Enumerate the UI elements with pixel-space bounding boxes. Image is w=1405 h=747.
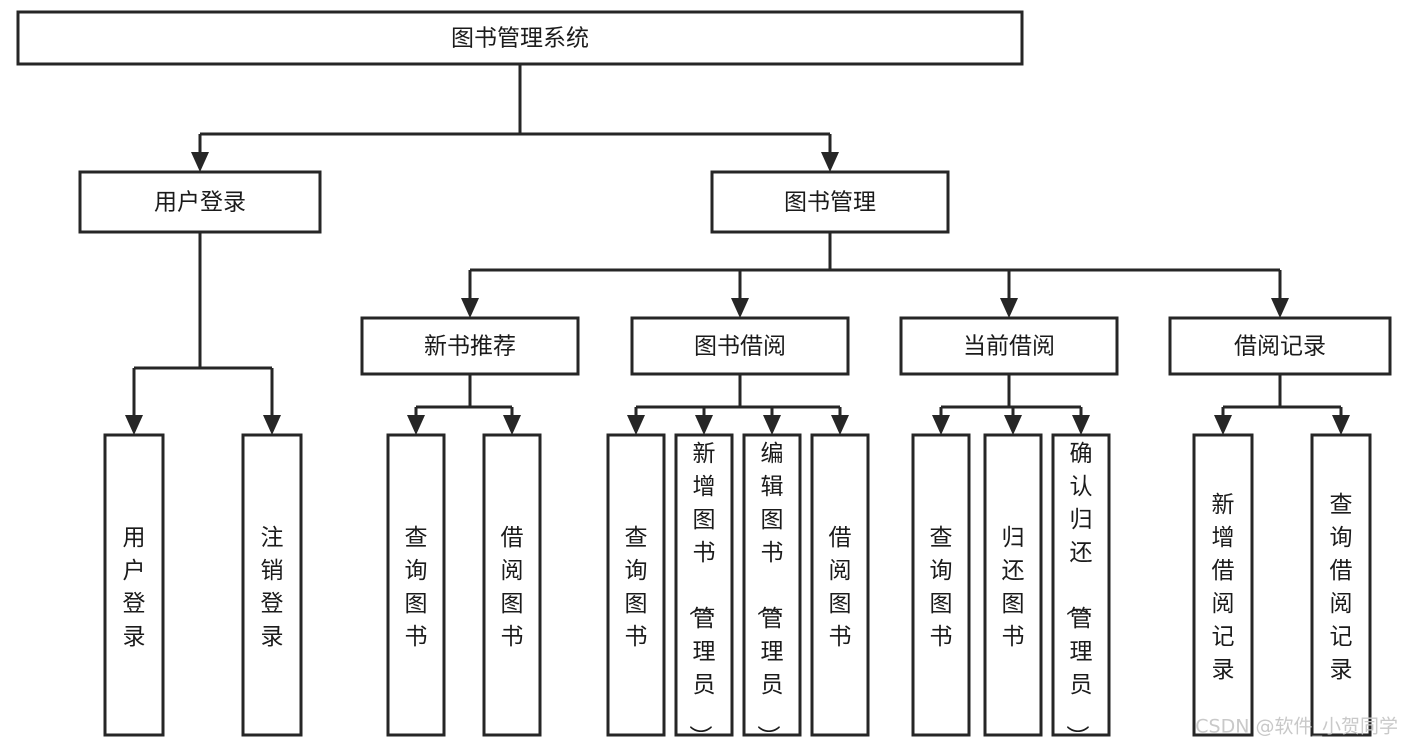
node-box	[983, 433, 1043, 737]
node-label: 新增图书（管理员）	[687, 441, 716, 747]
arrow-head-down	[731, 298, 749, 318]
node-leaf-query-book-current[interactable]: 查询图书	[911, 433, 971, 737]
node-leaf-query-book-borrow[interactable]: 查询图书	[606, 433, 666, 737]
node-box	[742, 433, 802, 737]
arrow-head-down	[263, 415, 281, 435]
node-label: 新增借阅记录	[1212, 492, 1235, 683]
node-label: 用户登录	[154, 190, 246, 216]
node-box	[810, 433, 870, 737]
node-label: 查询图书	[930, 525, 953, 650]
node-box	[103, 433, 165, 737]
node-box	[241, 433, 303, 737]
node-label: 借阅图书	[501, 525, 524, 650]
arrow-head-down	[191, 152, 209, 172]
node-leaf-edit-book-admin[interactable]: 编辑图书（管理员）	[742, 433, 802, 747]
arrow-head-down	[461, 298, 479, 318]
arrow-head-down	[831, 415, 849, 435]
node-label: 图书借阅	[694, 334, 786, 360]
arrow-head-down	[407, 415, 425, 435]
node-leaf-confirm-return-admin[interactable]: 确认归还（管理员）	[1051, 433, 1111, 747]
node-box	[360, 316, 580, 376]
node-label: 借阅图书	[829, 525, 852, 650]
connector-layer	[125, 64, 1350, 435]
node-leaf-return-book[interactable]: 归还图书	[983, 433, 1043, 737]
node-label: 查询图书	[625, 525, 648, 650]
arrow-head-down	[932, 415, 950, 435]
node-box	[16, 10, 1024, 66]
node-box	[674, 433, 734, 737]
arrow-head-down	[1332, 415, 1350, 435]
node-box	[606, 433, 666, 737]
node-label: 用户登录	[123, 525, 146, 650]
node-book-management[interactable]: 图书管理	[710, 170, 950, 234]
node-label: 编辑图书（管理员）	[755, 441, 784, 747]
node-label: 借阅记录	[1234, 334, 1326, 360]
node-user-login[interactable]: 用户登录	[78, 170, 322, 234]
arrow-head-down	[763, 415, 781, 435]
node-label: 查询图书	[405, 525, 428, 650]
node-box	[710, 170, 950, 234]
node-leaf-borrow-book-recommend[interactable]: 借阅图书	[482, 433, 542, 737]
node-label: 图书管理	[784, 190, 876, 216]
node-leaf-query-borrow-record[interactable]: 查询借阅记录	[1310, 433, 1372, 737]
node-new-book-recommend[interactable]: 新书推荐	[360, 316, 580, 376]
node-box	[1310, 433, 1372, 737]
node-label: 新书推荐	[424, 334, 516, 360]
arrow-head-down	[503, 415, 521, 435]
node-box	[1051, 433, 1111, 737]
arrow-head-down	[125, 415, 143, 435]
node-leaf-add-book-admin[interactable]: 新增图书（管理员）	[674, 433, 734, 747]
node-leaf-user-logout[interactable]: 注销登录	[241, 433, 303, 737]
arrow-head-down	[1000, 298, 1018, 318]
arrow-head-down	[695, 415, 713, 435]
arrow-head-down	[1004, 415, 1022, 435]
node-label: 归还图书	[1002, 525, 1025, 650]
node-leaf-add-borrow-record[interactable]: 新增借阅记录	[1192, 433, 1254, 737]
node-leaf-query-book-recommend[interactable]: 查询图书	[386, 433, 446, 737]
arrow-head-down	[1072, 415, 1090, 435]
arrow-head-down	[821, 152, 839, 172]
node-label: 图书管理系统	[451, 26, 589, 52]
node-box	[899, 316, 1119, 376]
node-label: 注销登录	[261, 525, 284, 650]
arrow-head-down	[627, 415, 645, 435]
node-box	[78, 170, 322, 234]
node-leaf-borrow-book[interactable]: 借阅图书	[810, 433, 870, 737]
csdn-watermark: CSDN @软件_小贺同学	[1195, 716, 1398, 738]
node-leaf-user-login[interactable]: 用户登录	[103, 433, 165, 737]
node-book-borrow[interactable]: 图书借阅	[630, 316, 850, 376]
node-box	[630, 316, 850, 376]
node-box	[911, 433, 971, 737]
arrow-head-down	[1271, 298, 1289, 318]
node-current-borrow[interactable]: 当前借阅	[899, 316, 1119, 376]
node-label: 确认归还（管理员）	[1064, 441, 1093, 747]
node-label: 当前借阅	[963, 334, 1055, 360]
node-box	[386, 433, 446, 737]
node-box	[482, 433, 542, 737]
node-label: 查询借阅记录	[1330, 492, 1353, 683]
node-box	[1168, 316, 1392, 376]
node-title[interactable]: 图书管理系统	[16, 10, 1024, 66]
node-layer: 图书管理系统用户登录图书管理新书推荐图书借阅当前借阅借阅记录用户登录注销登录查询…	[16, 10, 1392, 747]
arrow-head-down	[1214, 415, 1232, 435]
node-borrow-record[interactable]: 借阅记录	[1168, 316, 1392, 376]
node-box	[1192, 433, 1254, 737]
